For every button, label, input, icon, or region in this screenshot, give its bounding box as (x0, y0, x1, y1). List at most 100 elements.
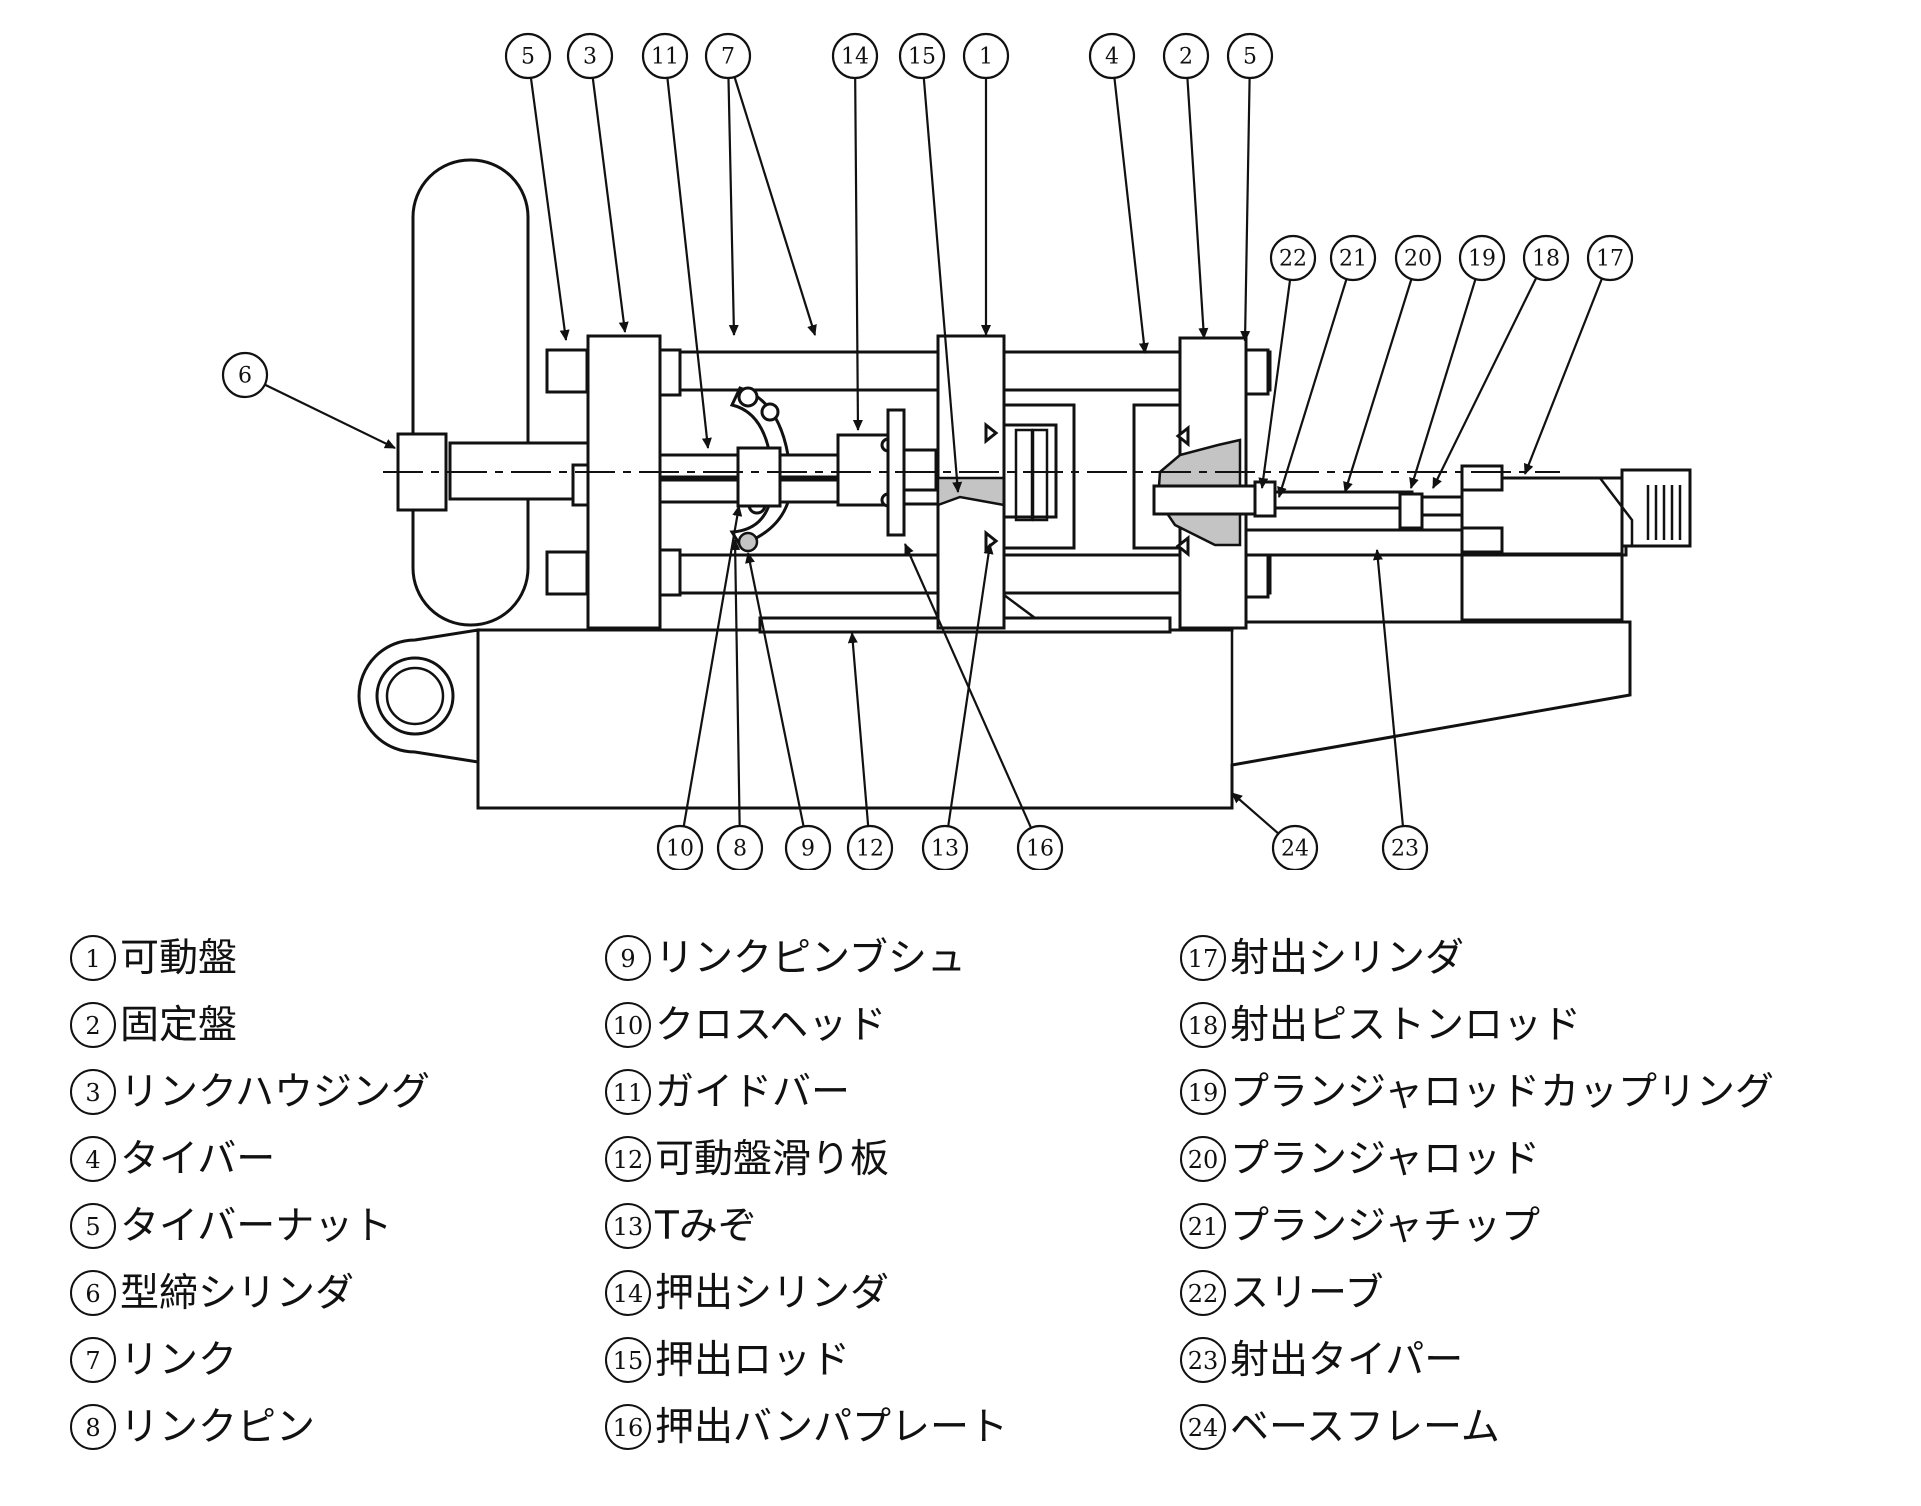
callout-circle (1016, 824, 1064, 870)
callout-leader-arrow (1372, 549, 1405, 827)
callout-leader-arrow (852, 77, 863, 431)
callout-leader-arrow (1231, 792, 1280, 835)
callout-leader-arrow (1343, 278, 1413, 493)
legend-number: 5 (70, 1202, 116, 1249)
base-frame (476, 620, 1632, 810)
legend-number: 22 (1180, 1269, 1226, 1316)
callout-leader-arrow (727, 77, 739, 336)
legend-label: タイバー (120, 1137, 276, 1182)
legend-label: Tみぞ (655, 1204, 757, 1249)
callout-number: 7 (721, 45, 735, 70)
callout-circle (1329, 234, 1377, 282)
legend-label: 可動盤 (120, 936, 238, 981)
plunger-rod (1264, 490, 1414, 510)
machine-drawing (357, 158, 1692, 810)
callout-number: 19 (1468, 247, 1496, 272)
callout-leader-arrow (591, 77, 629, 333)
callout-circle (1586, 234, 1634, 282)
callout-leader-arrow (1523, 278, 1603, 475)
legend-label: ベースフレーム (1230, 1405, 1500, 1450)
callout-circle (1088, 32, 1136, 80)
legend-number: 6 (70, 1269, 116, 1316)
callout-leader-arrow (666, 77, 712, 449)
legend-number: 16 (605, 1403, 651, 1450)
legend-number: 24 (1180, 1403, 1226, 1450)
legend-label: リンク (120, 1338, 238, 1383)
legend-number: 19 (1180, 1068, 1226, 1115)
callout-circle (962, 32, 1010, 80)
callout-circle (1458, 234, 1506, 282)
callout-circle (1269, 234, 1317, 282)
callout-circle (784, 824, 832, 870)
callout-number: 24 (1281, 837, 1309, 862)
callout-circle (641, 32, 689, 80)
legend-number: 9 (605, 934, 651, 981)
legend-label: 射出ピストンロッド (1230, 1003, 1582, 1048)
legend-label: プランジャロッドカップリング (1230, 1070, 1775, 1115)
injection-sleeve (1152, 484, 1268, 516)
legend-label: 射出タイパー (1230, 1338, 1464, 1383)
callout-circle (704, 32, 752, 80)
callout-number: 6 (238, 364, 252, 389)
legend-label: 押出バンパプレート (655, 1405, 1008, 1450)
callout-circle (1381, 824, 1429, 870)
callout-number: 9 (801, 837, 815, 862)
callout-leader-arrow (733, 76, 817, 336)
callout-leader-arrow (745, 552, 805, 827)
plunger-tip (1253, 480, 1277, 518)
link-housing (586, 334, 662, 630)
callout-circle (1522, 234, 1570, 282)
callout-number: 2 (1179, 45, 1193, 70)
callout-circle (221, 351, 269, 399)
callout-leader-arrow (264, 383, 396, 449)
legend-number: 11 (605, 1068, 651, 1115)
callout-number: 20 (1404, 247, 1432, 272)
legend-label: プランジャロッド (1230, 1137, 1541, 1182)
legend-label: 押出ロッド (655, 1338, 851, 1383)
legend-number: 20 (1180, 1135, 1226, 1182)
legend-number: 3 (70, 1068, 116, 1115)
base-hinge-ring (375, 656, 455, 736)
callout-circle (1271, 824, 1319, 870)
legend-number: 18 (1180, 1001, 1226, 1048)
legend-number: 14 (605, 1269, 651, 1316)
legend-label: プランジャチップ (1230, 1204, 1541, 1249)
plunger-rod-coupling (1398, 492, 1424, 530)
legend-number: 4 (70, 1135, 116, 1182)
legend-label: 固定盤 (120, 1003, 238, 1048)
callout-leader-arrow (1240, 77, 1251, 342)
legend-label: リンクハウジング (120, 1070, 431, 1115)
legend-number: 7 (70, 1336, 116, 1383)
callout-number: 15 (908, 45, 936, 70)
callout-number: 4 (1105, 45, 1119, 70)
legend-label: タイバーナット (120, 1204, 393, 1249)
legend-number: 10 (605, 1001, 651, 1048)
callout-number: 23 (1391, 837, 1419, 862)
clamp-cylinder-body (411, 158, 530, 627)
callout-leader-arrow (529, 77, 570, 341)
legend-label: 型締シリンダ (120, 1271, 355, 1316)
callout-number: 22 (1279, 247, 1307, 272)
callout-circle (656, 824, 704, 870)
tie-bar-nut (545, 550, 589, 596)
callout-number: 5 (521, 45, 535, 70)
callout-number: 17 (1596, 247, 1624, 272)
callout-circle (1226, 32, 1274, 80)
